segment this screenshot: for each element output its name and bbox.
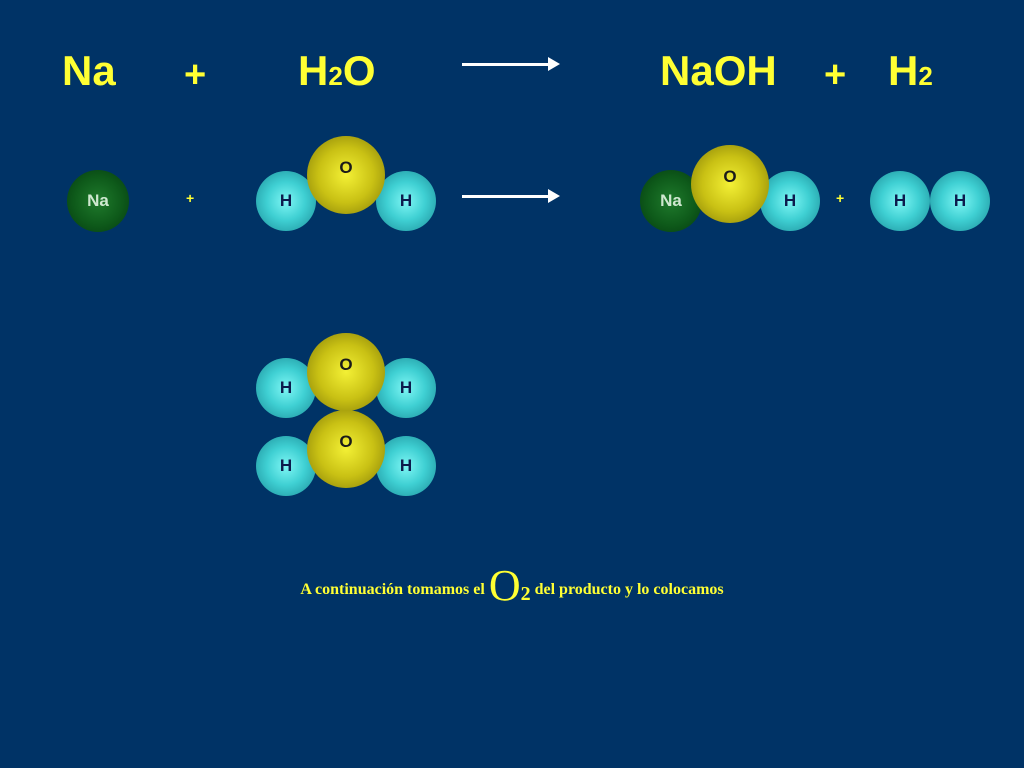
product-h2: H2 — [888, 50, 933, 92]
molecule-plus-1: + — [186, 190, 195, 206]
reactant-na: Na — [62, 47, 116, 94]
hydrogen-atom: H — [376, 171, 436, 231]
hydrogen-atom: H — [376, 436, 436, 496]
oxygen-atom: O — [307, 136, 385, 214]
reaction-arrow-top — [462, 57, 560, 71]
h2o-h: H — [298, 47, 329, 94]
h2-h: H — [888, 47, 919, 94]
oxygen-atom: O — [307, 333, 385, 411]
hydrogen-atom: H — [760, 171, 820, 231]
hydrogen-atom: H — [256, 436, 316, 496]
caption: A continuación tomamos el O2 del product… — [0, 560, 1024, 611]
oxygen-atom: O — [307, 410, 385, 488]
hydrogen-atom: H — [256, 171, 316, 231]
sodium-atom-reactant: Na — [67, 170, 129, 232]
caption-before: A continuación tomamos el — [300, 581, 485, 598]
plus-sign-2: + — [824, 54, 847, 96]
caption-after: del producto y lo colocamos — [534, 581, 724, 598]
h2o-o: O — [342, 47, 376, 94]
hydrogen-atom: H — [376, 358, 436, 418]
caption-o2-symbol: O — [488, 561, 521, 610]
caption-o2: O2 — [489, 561, 531, 610]
hydrogen-atom: H — [930, 171, 990, 231]
reactant-h2o: H2O — [298, 50, 375, 92]
caption-o2-subscript: 2 — [520, 583, 531, 605]
product-naoh: NaOH — [660, 47, 777, 94]
hydrogen-atom: H — [870, 171, 930, 231]
plus-sign-1: + — [184, 54, 207, 96]
oxygen-atom: O — [691, 145, 769, 223]
hydrogen-atom: H — [256, 358, 316, 418]
h2-subscript: 2 — [918, 61, 933, 91]
molecule-plus-2: + — [836, 190, 845, 206]
h2o-subscript: 2 — [328, 61, 343, 91]
reaction-arrow-molecules — [462, 189, 560, 203]
